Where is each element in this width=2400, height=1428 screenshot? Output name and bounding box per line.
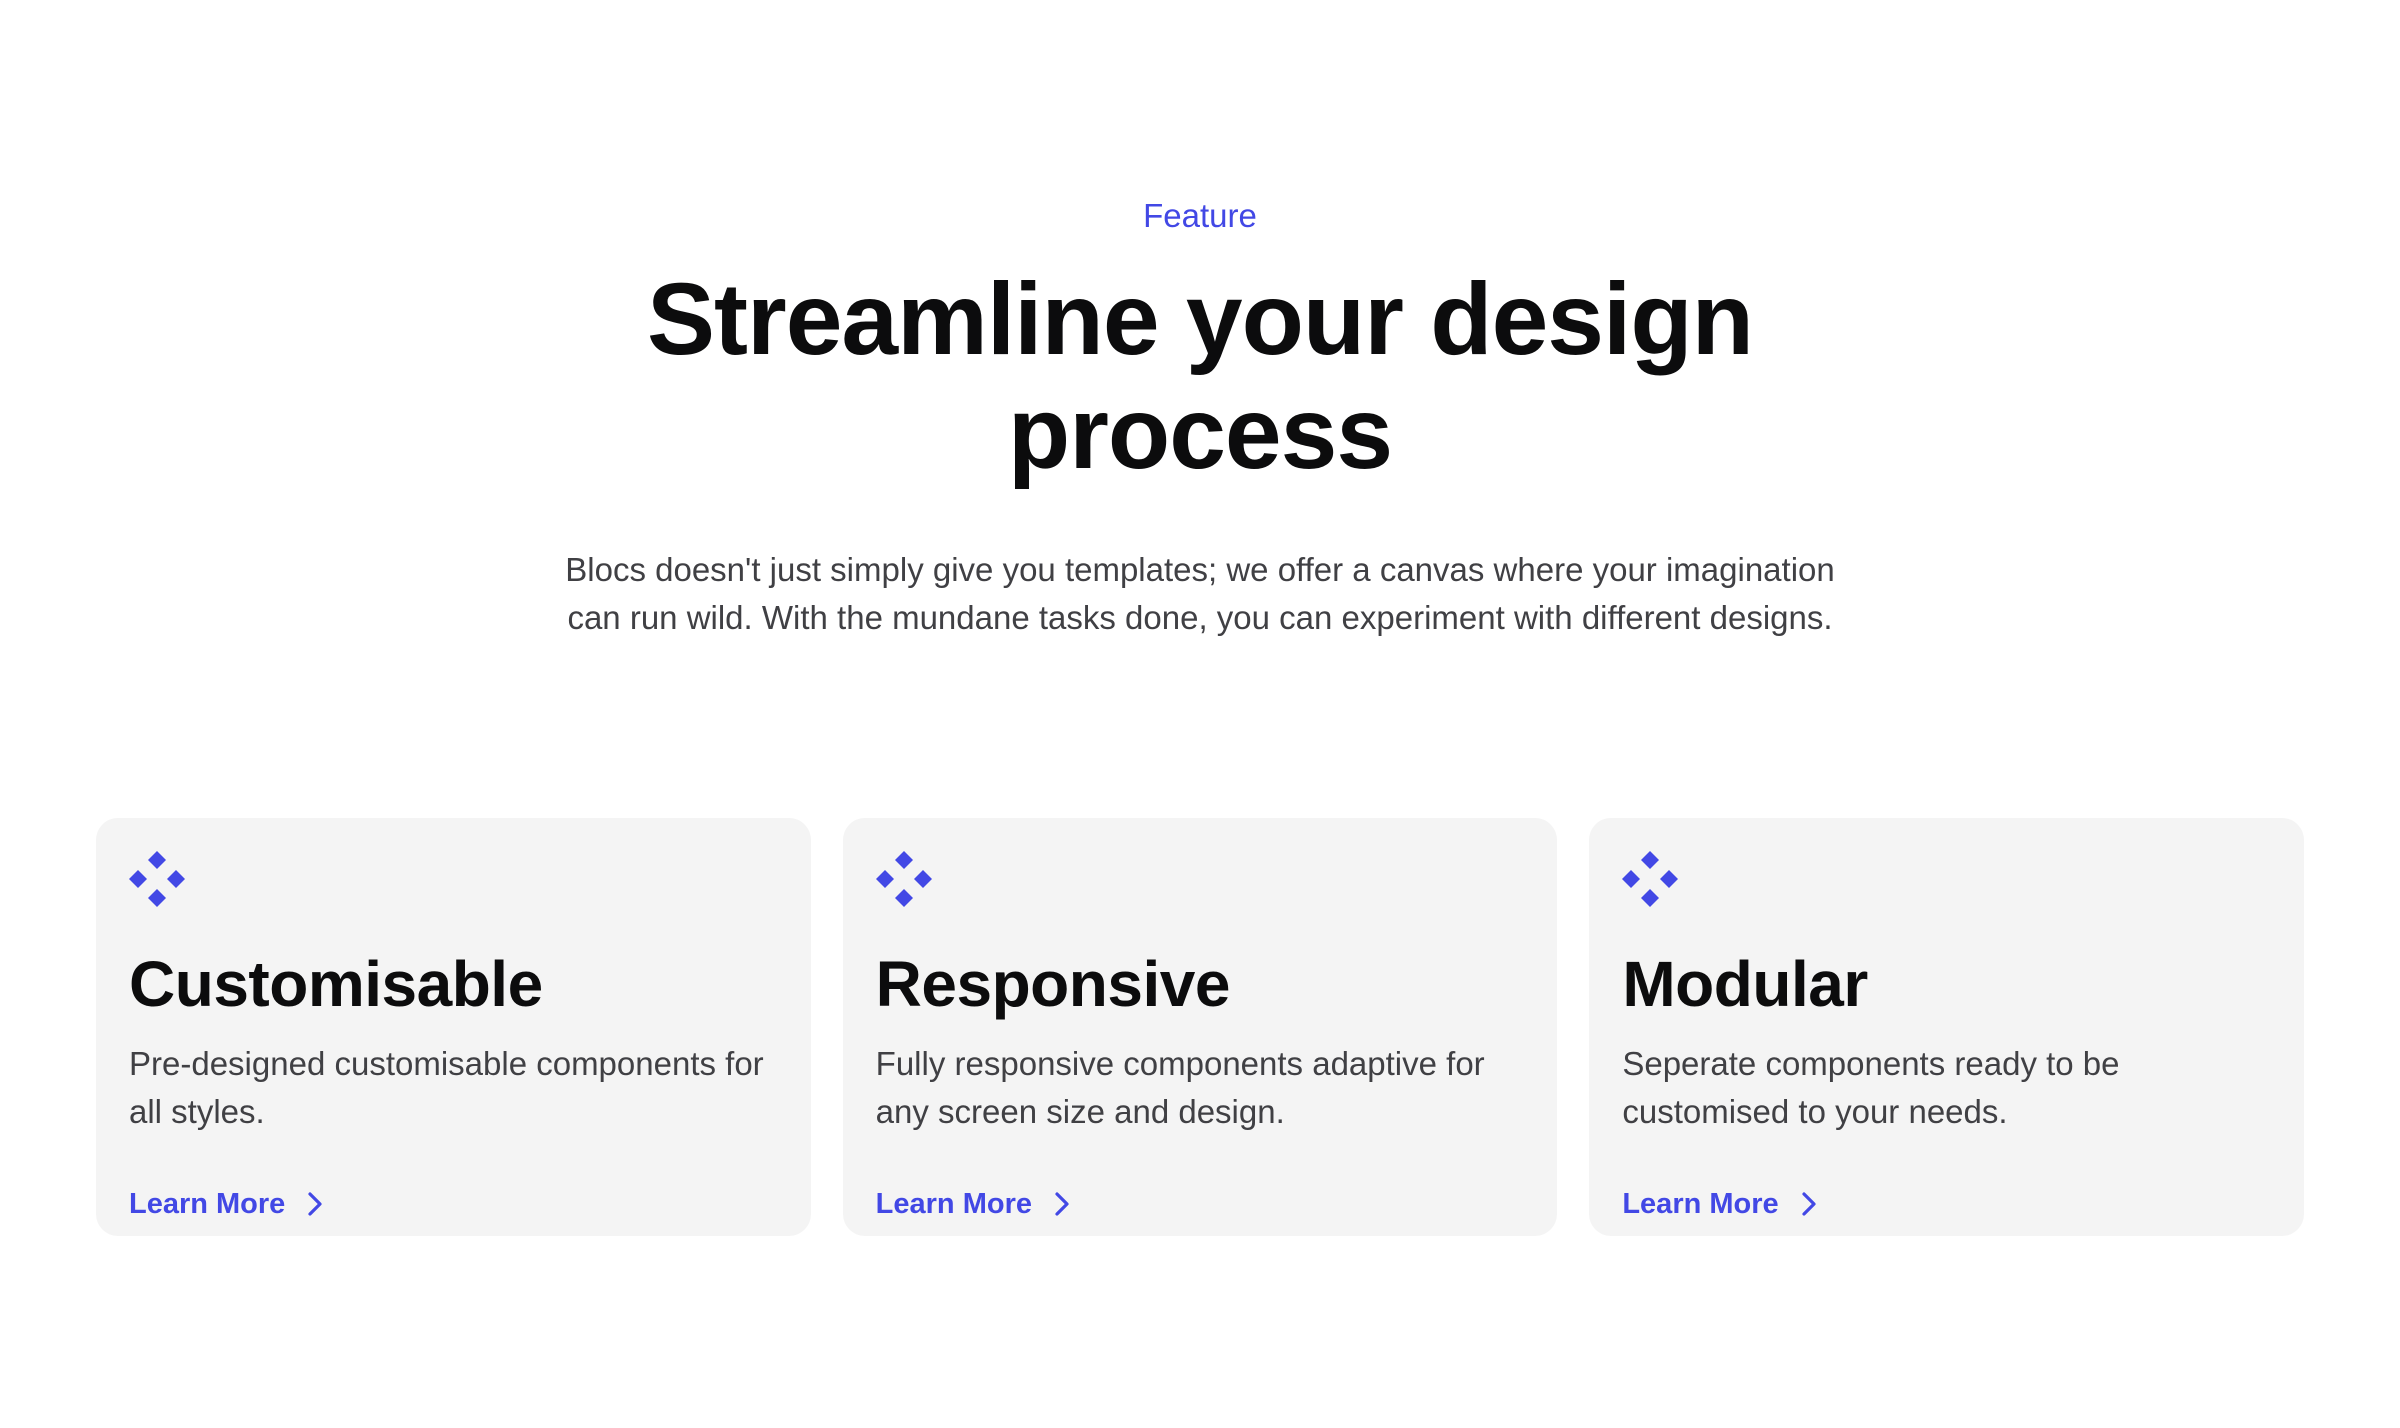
section-title-line-1: Streamline your design (647, 262, 1754, 376)
feature-card-responsive: Responsive Fully responsive components a… (842, 818, 1558, 1236)
feature-card-title: Modular (1622, 948, 1868, 1020)
component-diamond-icon (129, 851, 185, 907)
feature-card-title: Customisable (129, 948, 543, 1020)
feature-cards: Customisable Pre-designed customisable c… (96, 818, 2305, 1236)
learn-more-label: Learn More (129, 1188, 286, 1220)
learn-more-link[interactable]: Learn More (1622, 1184, 1820, 1224)
learn-more-label: Learn More (1622, 1188, 1779, 1220)
component-diamond-icon (875, 851, 932, 907)
feature-card-title: Responsive (875, 948, 1231, 1020)
feature-card-description: Seperate components ready to be customis… (1622, 1045, 2120, 1130)
feature-card-description: Fully responsive components adaptive for… (875, 1045, 1485, 1130)
learn-more-link[interactable]: Learn More (129, 1184, 327, 1224)
chevron-right-icon (1802, 1192, 1816, 1216)
section-title: Streamline your design process (600, 262, 1800, 490)
section-eyebrow: Feature (1143, 197, 1257, 234)
feature-card-description: Pre-designed customisable components for… (129, 1045, 764, 1130)
section-description: Blocs doesn't just simply give you templ… (565, 551, 1835, 636)
section-title-line-2: process (1007, 376, 1393, 490)
learn-more-link[interactable]: Learn More (876, 1184, 1074, 1224)
feature-card-modular: Modular Seperate components ready to be … (1589, 818, 2305, 1236)
feature-card-customisable: Customisable Pre-designed customisable c… (96, 818, 811, 1236)
chevron-right-icon (308, 1192, 322, 1216)
chevron-right-icon (1055, 1192, 1069, 1216)
component-diamond-icon (1622, 851, 1679, 907)
learn-more-label: Learn More (875, 1188, 1032, 1220)
